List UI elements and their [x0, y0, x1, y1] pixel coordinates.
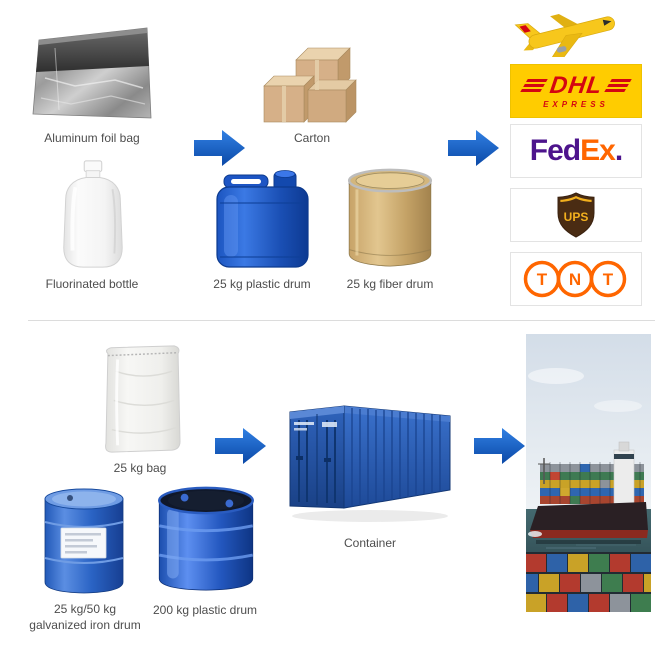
tnt-circles-icon: T N T	[523, 260, 627, 298]
galvanized-iron-drum-image	[40, 486, 128, 598]
label-aluminum-foil-bag: Aluminum foil bag	[44, 131, 140, 145]
carton-image	[258, 42, 363, 127]
label-plastic-drum-200kg: 200 kg plastic drum	[152, 603, 258, 617]
flow-arrow-icon	[474, 426, 526, 466]
tnt-letter: N	[569, 270, 581, 289]
bag-25kg-image	[95, 340, 190, 455]
tnt-letter: T	[537, 270, 548, 289]
ups-wordmark: UPS	[564, 210, 589, 224]
plastic-drum-200kg-image	[152, 483, 260, 595]
plastic-drum-25kg-image	[210, 163, 315, 271]
label-galvanized-iron-drum: 25 kg/50 kg galvanized iron drum	[29, 601, 140, 633]
container-ship-photo	[526, 334, 651, 612]
ups-shield-icon: UPS	[557, 192, 595, 238]
tnt-letter: T	[603, 270, 614, 289]
aluminum-foil-bag-image	[25, 14, 160, 126]
dhl-logo: DHL EXPRESS	[510, 64, 642, 118]
dhl-tagline: EXPRESS	[543, 99, 609, 109]
dhl-wordmark: DHL	[548, 71, 605, 99]
label-fiber-drum-25kg: 25 kg fiber drum	[346, 277, 434, 291]
fedex-wordmark: FedEx.	[529, 134, 623, 167]
flow-arrow-icon	[448, 128, 500, 168]
label-galvanized-iron-drum-line1: 25 kg/50 kg	[53, 602, 117, 616]
fedex-logo: FedEx.	[510, 124, 642, 178]
tnt-logo: T N T	[510, 252, 642, 306]
dhl-stripes-right-icon	[604, 79, 632, 92]
section-divider	[28, 320, 655, 321]
ups-logo: UPS	[510, 188, 642, 242]
label-carton: Carton	[293, 131, 331, 145]
cargo-plane-logo	[510, 4, 642, 58]
label-fluorinated-bottle: Fluorinated bottle	[45, 277, 139, 291]
flow-arrow-icon	[194, 128, 246, 168]
flow-arrow-icon	[215, 426, 267, 466]
fluorinated-bottle-image	[45, 158, 140, 273]
fiber-drum-25kg-image	[340, 166, 440, 271]
label-container: Container	[343, 536, 397, 550]
dhl-stripes-left-icon	[520, 79, 548, 92]
container-image	[282, 378, 457, 530]
cargo-plane-icon	[514, 14, 615, 57]
label-plastic-drum-25kg: 25 kg plastic drum	[213, 277, 311, 291]
label-galvanized-iron-drum-line2: galvanized iron drum	[29, 618, 141, 632]
label-bag-25kg: 25 kg bag	[113, 461, 167, 475]
